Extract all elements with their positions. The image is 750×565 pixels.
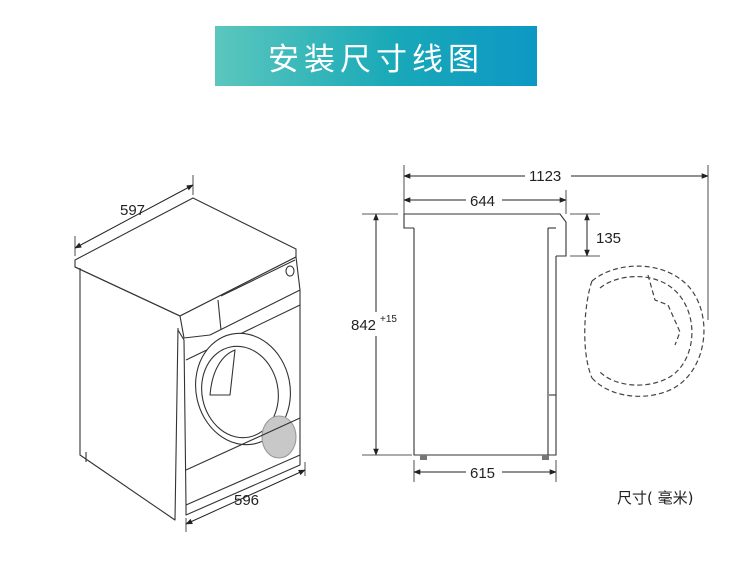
dryer-perspective-view [74,197,301,521]
dim-842-tolerance: +15 [380,314,397,325]
unit-note: 尺寸( 毫米) [617,489,694,507]
dim-1123: 1123 [403,165,709,320]
dim-842-label: 842 [351,317,376,334]
dim-842: 842 +15 [348,213,412,456]
dim-597-label: 597 [120,202,145,219]
page-title: 安装尺寸线图 [268,41,484,78]
dryer-side-view [403,213,567,460]
dim-615: 615 [413,460,557,482]
dim-596: 596 [185,462,306,532]
dim-615-label: 615 [470,465,495,482]
dim-135-label: 135 [596,230,621,247]
door-swing-outline [584,265,705,397]
title-banner: 安装尺寸线图 [215,26,537,86]
dim-597: 597 [74,175,194,256]
dim-644: 644 [403,190,567,214]
dim-644-label: 644 [470,193,495,210]
dim-596-label: 596 [234,492,259,509]
dim-1123-label: 1123 [529,168,561,185]
dim-135: 135 [570,213,621,257]
